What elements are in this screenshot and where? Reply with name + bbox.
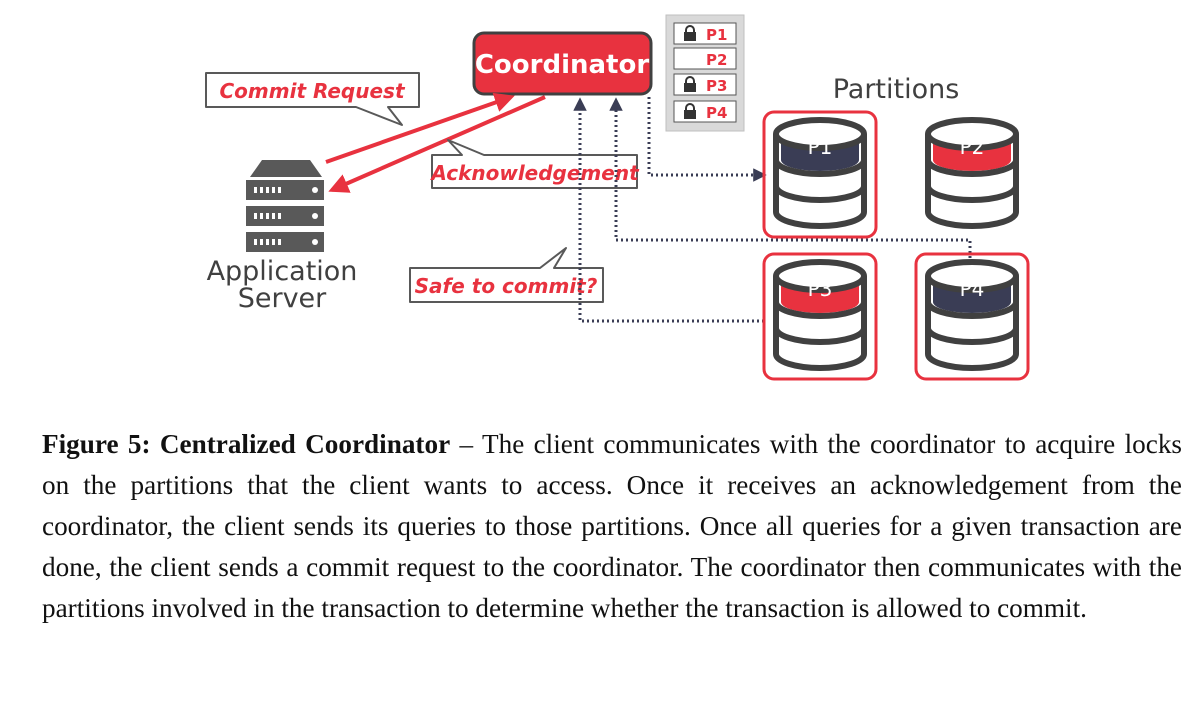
lock-row-label: P4 <box>706 104 727 122</box>
centralized-coordinator-diagram: Coordinator P1 P2 P3 <box>205 14 1030 381</box>
app-server-label: Server <box>238 283 327 314</box>
commit-request-callout: Commit Request <box>205 72 420 126</box>
caption-text: – The client communicates with the coord… <box>42 429 1182 623</box>
safe-to-commit-callout: Safe to commit? <box>409 247 604 303</box>
partition-label: P3 <box>808 277 833 301</box>
lock-row-p3: P3 <box>673 73 737 96</box>
lock-row-p1: P1 <box>673 22 737 45</box>
caption-label: Figure 5: Centralized Coordinator <box>42 429 451 459</box>
coordinator: Coordinator <box>472 31 653 96</box>
coordinator-label: Coordinator <box>475 50 649 80</box>
lock-icon <box>684 103 696 119</box>
lock-row-p4: P4 <box>673 100 737 123</box>
lock-icon <box>684 25 696 41</box>
partition-p3: P3 <box>762 252 878 381</box>
commit-request-label: Commit Request <box>219 79 405 103</box>
p4-to-coordinator-path <box>609 97 972 258</box>
acknowledgement-callout: Acknowledgement <box>429 139 640 189</box>
database-icon <box>773 117 867 229</box>
lock-row-p2: P2 <box>673 47 737 70</box>
commit-request-arrow <box>325 92 515 164</box>
highlight-frame <box>914 252 1030 381</box>
lock-row-label: P1 <box>706 26 727 44</box>
partition-label: P1 <box>808 135 833 159</box>
p3-to-coordinator-path <box>573 97 764 323</box>
lock-row-label: P3 <box>706 77 727 95</box>
database-icon <box>925 117 1019 229</box>
highlight-frame <box>762 252 878 381</box>
safe-to-commit-label: Safe to commit? <box>415 274 598 298</box>
lock-icon <box>684 76 696 92</box>
partition-p2: P2 <box>925 117 1019 229</box>
lock-table: P1 P2 P3 P4 <box>665 14 745 132</box>
server-icon <box>246 160 324 252</box>
acknowledgement-arrow <box>328 95 546 193</box>
lock-row-label: P2 <box>706 51 727 69</box>
partition-p1: P1 <box>762 110 878 239</box>
partition-label: P2 <box>960 135 985 159</box>
database-icon <box>925 259 1019 371</box>
partitions-heading: Partitions <box>833 74 960 105</box>
figure-caption: Figure 5: Centralized Coordinator – The … <box>42 424 1182 629</box>
app-server-label: Application <box>207 256 358 287</box>
highlight-frame <box>762 110 878 239</box>
database-icon <box>773 259 867 371</box>
lock-to-p1-path <box>647 97 767 182</box>
partition-p4: P4 <box>914 252 1030 381</box>
acknowledgement-label: Acknowledgement <box>429 161 640 185</box>
partition-label: P4 <box>960 277 985 301</box>
